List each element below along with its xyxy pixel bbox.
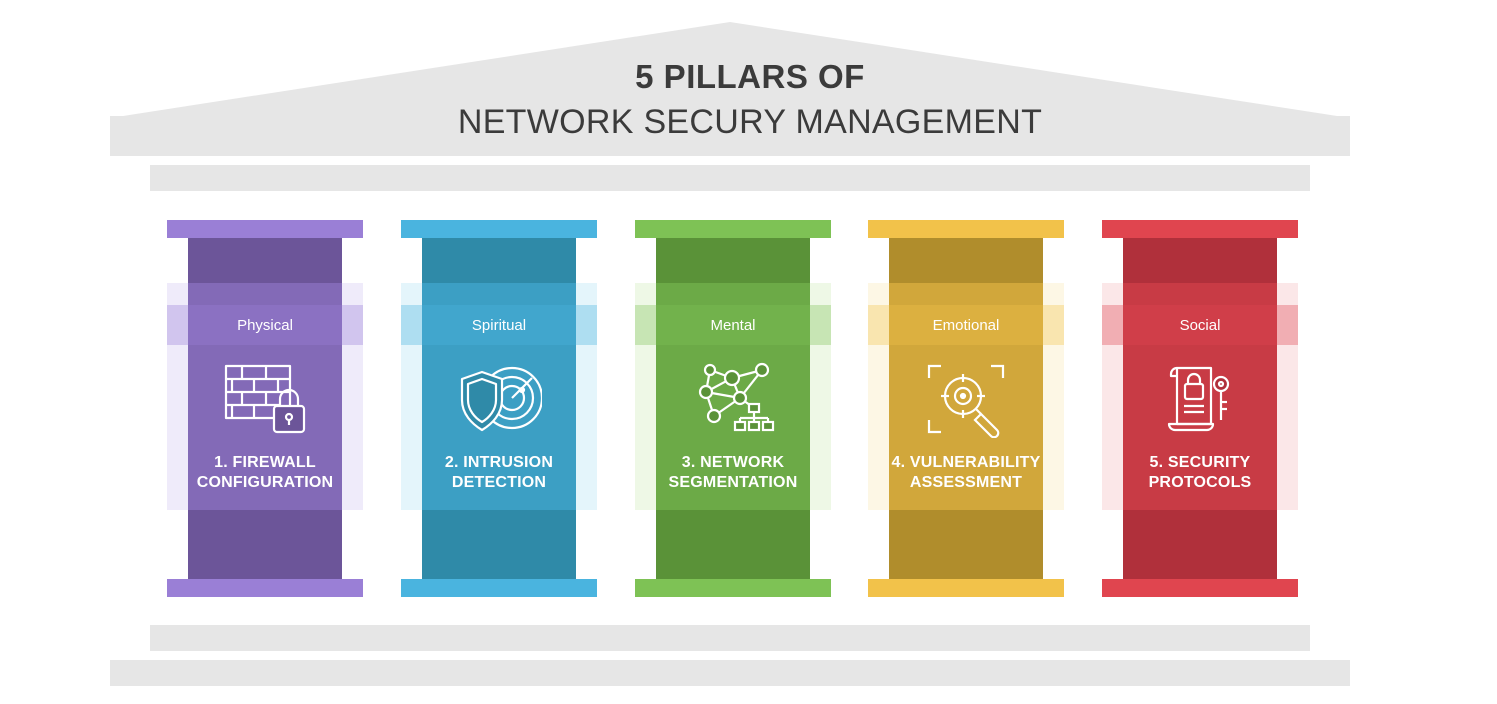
pillar-capital: [167, 220, 363, 238]
pillar-name: 3. NETWORK SEGMENTATION: [635, 453, 831, 493]
pillar-name: 1. FIREWALL CONFIGURATION: [167, 453, 363, 493]
network-nodes-icon: [690, 362, 776, 438]
pillar-name-line1: 3. NETWORK: [681, 454, 785, 471]
pillar-base: [868, 579, 1064, 597]
pillar-capital: [868, 220, 1064, 238]
pillar-label: Mental: [710, 317, 756, 334]
pillar-security-protocols: Social 5. SECURITY PROTOCOLS: [1102, 220, 1298, 597]
pillar-name-line2: PROTOCOLS: [1148, 474, 1252, 491]
roof-pediment: [110, 22, 1350, 156]
scan-magnifier-icon: [923, 362, 1009, 439]
pillar-name-line2: CONFIGURATION: [196, 474, 334, 491]
label-strip: [401, 305, 597, 345]
architrave: [150, 165, 1310, 191]
stylobate-lower: [110, 660, 1350, 686]
label-strip: [635, 305, 831, 345]
diagram-title-line1: 5 PILLARS OF: [635, 58, 865, 95]
pillar-name-line1: 2. INTRUSION: [444, 454, 554, 471]
firewall-lock-icon: [222, 362, 308, 438]
pillar-label: Spiritual: [471, 317, 527, 334]
pillar-vulnerability-assessment: Emotional 4. VULNERABILITY ASSESSMENT: [868, 220, 1064, 597]
label-strip: [1102, 305, 1298, 345]
stylobate-upper: [150, 625, 1310, 651]
pillar-label: Emotional: [932, 317, 1000, 334]
pillar-base: [167, 579, 363, 597]
pillar-base: [635, 579, 831, 597]
pillar-band-overlay: [1123, 283, 1277, 510]
pillar-intrusion-detection: Spiritual 2. INTRUSION DETECTION: [401, 220, 597, 597]
pillar-base: [401, 579, 597, 597]
pillar-name-line2: DETECTION: [451, 474, 547, 491]
label-strip: [868, 305, 1064, 345]
pillar-name-line1: 5. SECURITY: [1149, 454, 1251, 471]
pillar-capital: [635, 220, 831, 238]
label-strip: [167, 305, 363, 345]
pillar-name: 5. SECURITY PROTOCOLS: [1102, 453, 1298, 493]
pillar-label: Social: [1179, 317, 1221, 334]
pillar-name-line2: SEGMENTATION: [668, 474, 798, 491]
pillar-name-line1: 4. VULNERABILITY: [891, 454, 1041, 471]
diagram-title-line2: NETWORK SECURY MANAGEMENT: [457, 103, 1043, 141]
pillar-name: 2. INTRUSION DETECTION: [401, 453, 597, 493]
pillar-label: Physical: [237, 317, 293, 334]
pillar-capital: [1102, 220, 1298, 238]
pillar-name-line1: 1. FIREWALL: [214, 454, 316, 471]
pillar-capital: [401, 220, 597, 238]
pillar-firewall-configuration: Physical 1. FIREWALL CONFIGURATION: [167, 220, 363, 597]
pillar-name: 4. VULNERABILITY ASSESSMENT: [868, 453, 1064, 493]
document-lock-key-icon: [1157, 362, 1243, 438]
pillar-base: [1102, 579, 1298, 597]
pillar-network-segmentation: Mental 3. NETWORK SEGMENTATION: [635, 220, 831, 597]
shield-radar-icon: [456, 362, 544, 438]
pillar-name-line2: ASSESSMENT: [909, 474, 1023, 491]
